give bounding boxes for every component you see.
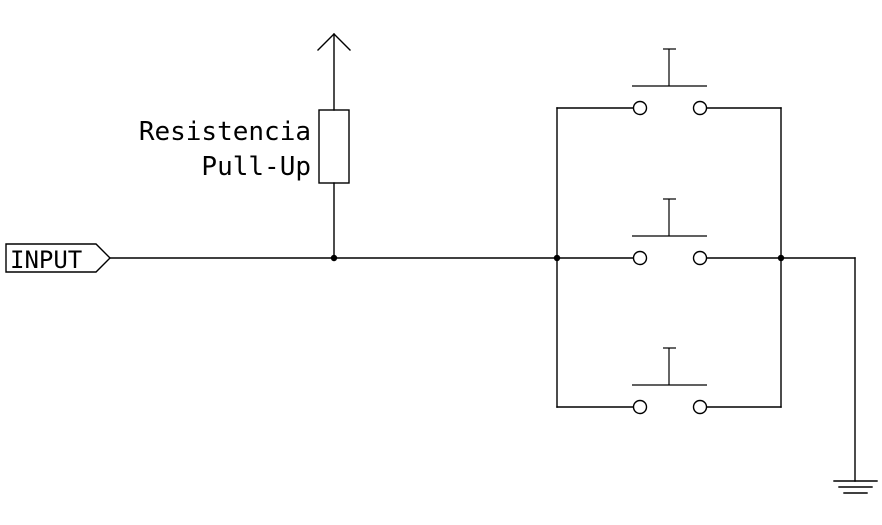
push-button-switch-top [632, 48, 708, 116]
input-port-outline [5, 243, 111, 273]
switch-terminal-right [692, 250, 708, 266]
push-button-switch-bottom [632, 347, 708, 415]
resistor-label-line1: Resistencia [139, 117, 311, 147]
supply-arrow [317, 33, 351, 111]
input-port-label: INPUT [10, 246, 82, 274]
switch-terminal-left [632, 100, 648, 116]
switch-terminal-right [692, 100, 708, 116]
switch-terminal-left [632, 399, 648, 415]
junction-dot-resistor [330, 254, 338, 262]
ground-symbol [833, 257, 878, 494]
vcc-arrow-icon [317, 33, 351, 51]
push-button-switch-middle [632, 198, 708, 266]
resistor-label-line2: Pull-Up [201, 152, 311, 182]
pull-up-resistor [318, 109, 350, 184]
input-port: INPUT [5, 243, 111, 274]
switch-terminal-right [692, 399, 708, 415]
switch-terminal-left [632, 250, 648, 266]
